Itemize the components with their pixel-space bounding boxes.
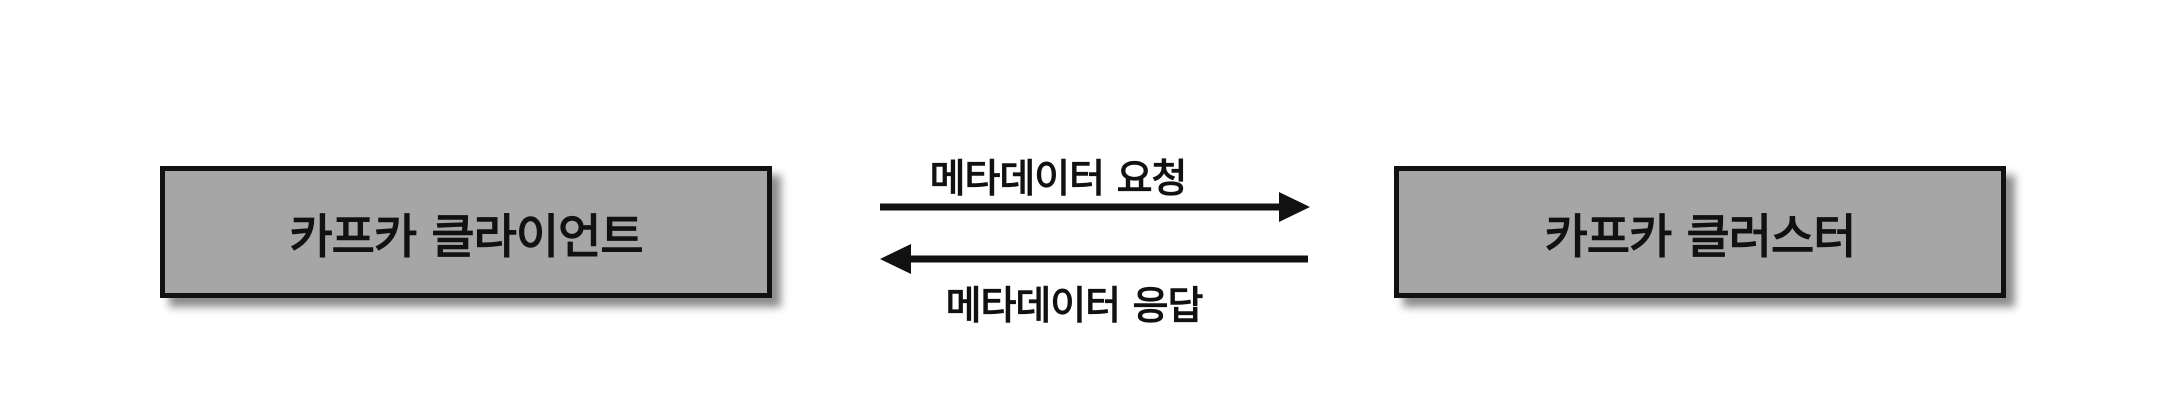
kafka-cluster-node: 카프카 클러스터 [1394,166,2006,298]
response-arrow [880,244,1308,274]
metadata-request-label: 메타데이터 요청 [929,157,1188,202]
kafka-cluster-label: 카프카 클러스터 [1544,209,1856,265]
kafka-client-node: 카프카 클라이언트 [160,166,772,298]
kafka-client-label: 카프카 클라이언트 [289,209,643,265]
metadata-response-label: 메타데이터 응답 [945,284,1204,329]
request-arrow [880,192,1310,222]
